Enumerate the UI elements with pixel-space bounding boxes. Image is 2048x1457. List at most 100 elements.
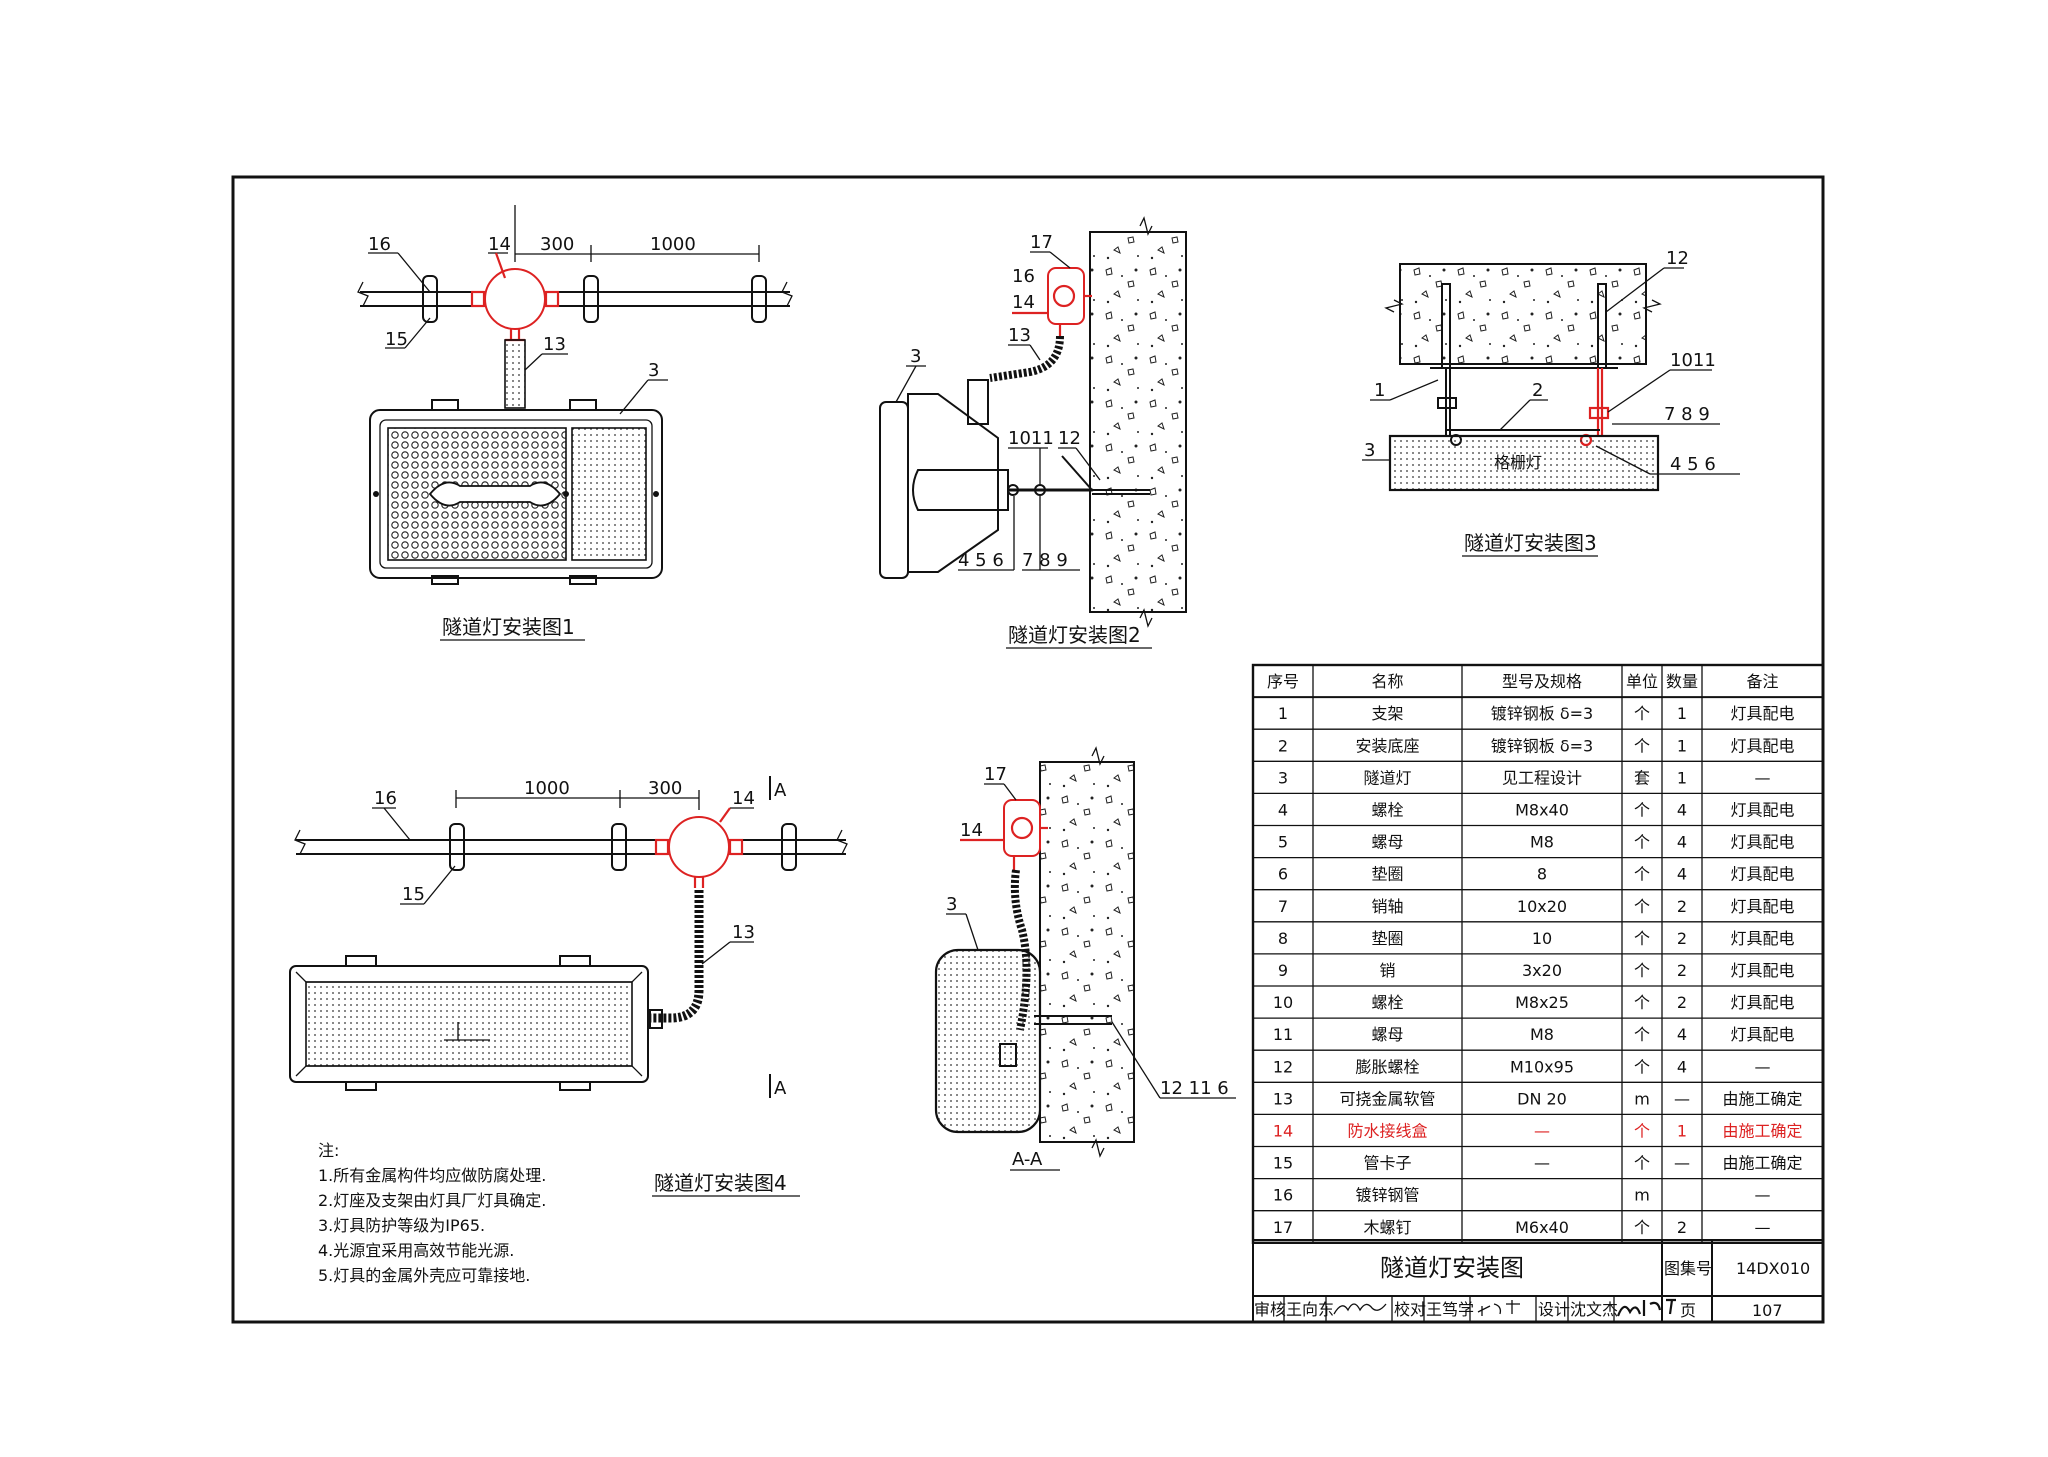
table-cell: — xyxy=(1755,1057,1771,1076)
table-cell: — xyxy=(1674,1089,1690,1108)
table-cell: 支架 xyxy=(1371,704,1403,723)
fig4-label-13: 13 xyxy=(732,922,755,943)
fig2-title: 隧道灯安装图2 xyxy=(1008,623,1141,647)
table-cell: 由施工确定 xyxy=(1722,1089,1802,1108)
table-cell: 木螺钉 xyxy=(1363,1218,1411,1237)
title-block: 隧道灯安装图 图集号 14DX010 页 107 审核 王向东 校对 王笃学 设… xyxy=(1252,1239,1824,1323)
fig1-label-16: 16 xyxy=(368,234,391,255)
fig4-dim-300: 300 xyxy=(648,778,682,799)
table-cell: 1 xyxy=(1278,704,1288,723)
table-cell: 4 xyxy=(1677,865,1687,884)
table-cell: DN 20 xyxy=(1517,1089,1567,1108)
table-cell: M10x95 xyxy=(1510,1057,1574,1076)
reviewer-name: 王向东 xyxy=(1286,1300,1334,1319)
table-cell: M8 xyxy=(1530,1025,1554,1044)
designer-name: 沈文杰 xyxy=(1570,1300,1618,1319)
table-cell: 个 xyxy=(1634,833,1650,852)
table-cell: m xyxy=(1634,1186,1650,1205)
table-cell: 灯具配电 xyxy=(1730,736,1794,755)
table-cell: 2 xyxy=(1677,1218,1687,1237)
fig4-lamp-diffuser xyxy=(305,981,633,1067)
table-cell: 可挠金属软管 xyxy=(1339,1089,1435,1108)
section-a-a: 17 14 3 12 11 6 A-A xyxy=(934,746,1236,1171)
figure-4: 1000 300 A A 16 14 15 13 隧道灯安装图4 xyxy=(289,776,848,1197)
table-cell: 膨胀螺栓 xyxy=(1355,1057,1419,1076)
fig1-dim-1000: 1000 xyxy=(650,234,696,255)
table-cell: 螺栓 xyxy=(1371,993,1403,1012)
table-cell: 10 xyxy=(1273,993,1293,1012)
table-cell: 个 xyxy=(1634,1057,1650,1076)
section-label-17: 17 xyxy=(984,764,1007,785)
table-cell: 9 xyxy=(1278,961,1288,980)
section-mark-a-top: A xyxy=(774,780,787,801)
fig4-title: 隧道灯安装图4 xyxy=(654,1171,787,1195)
fig2-label-789: 7 8 9 xyxy=(1022,550,1068,571)
table-cell: 镀锌钢板 δ=3 xyxy=(1491,736,1593,755)
reviewer-signature xyxy=(1333,1303,1387,1315)
table-cell: 3x20 xyxy=(1522,961,1562,980)
table-cell: 隧道灯 xyxy=(1363,768,1411,787)
table-cell: 个 xyxy=(1634,1218,1650,1237)
table-cell: 6 xyxy=(1278,865,1288,884)
table-cell: 螺栓 xyxy=(1371,800,1403,819)
table-header-cell: 备注 xyxy=(1746,672,1778,691)
fig2-label-12: 12 xyxy=(1058,428,1081,449)
table-cell: 17 xyxy=(1273,1218,1293,1237)
table-header-cell: 名称 xyxy=(1371,672,1403,691)
set-number: 14DX010 xyxy=(1736,1259,1810,1278)
fig1-label-14: 14 xyxy=(488,234,511,255)
fig4-dim-1000: 1000 xyxy=(524,778,570,799)
table-cell: 销 xyxy=(1379,961,1395,980)
fig3-lamp-text: 格栅灯 xyxy=(1494,453,1542,472)
table-cell: — xyxy=(1534,1154,1550,1173)
fig3-title: 隧道灯安装图3 xyxy=(1464,531,1597,555)
table-cell: 灯具配电 xyxy=(1730,704,1794,723)
fig2-label-456: 4 5 6 xyxy=(958,550,1004,571)
table-cell: 螺母 xyxy=(1371,833,1403,852)
table-cell: 4 xyxy=(1677,833,1687,852)
section-label-12116: 12 11 6 xyxy=(1160,1078,1229,1099)
table-header-cell: 数量 xyxy=(1666,672,1698,691)
figure-2: 17 16 14 13 3 1011 12 4 5 6 7 8 9 隧道灯安装图… xyxy=(879,216,1187,649)
table-cell: 个 xyxy=(1634,1121,1650,1140)
notes: 注: 1.所有金属构件均应做防腐处理. 2.灯座及支架由灯具厂灯具确定. 3.灯… xyxy=(318,1141,546,1285)
section-label-3: 3 xyxy=(946,894,957,915)
table-cell: 螺母 xyxy=(1371,1025,1403,1044)
fig2-label-13: 13 xyxy=(1008,325,1031,346)
table-cell: — xyxy=(1755,1186,1771,1205)
fig3-label-1: 1 xyxy=(1374,380,1385,401)
table-cell: 4 xyxy=(1278,800,1288,819)
table-cell: 15 xyxy=(1273,1154,1293,1173)
fig3-label-12: 12 xyxy=(1666,248,1689,269)
table-cell: 个 xyxy=(1634,800,1650,819)
table-cell: 1 xyxy=(1677,1121,1687,1140)
table-cell: 灯具配电 xyxy=(1730,865,1794,884)
designer-signature xyxy=(1616,1298,1676,1317)
table-cell: m xyxy=(1634,1089,1650,1108)
table-cell: — xyxy=(1674,1154,1690,1173)
fig2-label-17: 17 xyxy=(1030,232,1053,253)
fig4-label-14: 14 xyxy=(732,788,755,809)
fig3-label-789: 7 8 9 xyxy=(1664,404,1710,425)
section-label-14: 14 xyxy=(960,820,983,841)
note-item: 4.光源宜采用高效节能光源. xyxy=(318,1241,514,1260)
table-cell: 4 xyxy=(1677,800,1687,819)
fig4-label-15: 15 xyxy=(402,884,425,905)
table-cell: 灯具配电 xyxy=(1730,961,1794,980)
table-cell: 3 xyxy=(1278,768,1288,787)
table-cell: 镀锌钢管 xyxy=(1355,1186,1419,1205)
table-cell: 8 xyxy=(1537,865,1547,884)
table-cell: 见工程设计 xyxy=(1502,768,1582,787)
page-label: 页 xyxy=(1680,1301,1696,1320)
table-cell: 个 xyxy=(1634,865,1650,884)
figure-3: 格栅灯 12 1011 1 2 7 8 9 3 4 5 6 隧道灯安装图3 xyxy=(1362,248,1740,557)
checker-signature xyxy=(1477,1300,1520,1316)
table-cell: 1 xyxy=(1677,768,1687,787)
table-cell: 个 xyxy=(1634,704,1650,723)
fig3-ceiling xyxy=(1399,263,1647,365)
note-item: 1.所有金属构件均应做防腐处理. xyxy=(318,1166,546,1185)
table-cell: 12 xyxy=(1273,1057,1293,1076)
table-cell: 16 xyxy=(1273,1186,1293,1205)
